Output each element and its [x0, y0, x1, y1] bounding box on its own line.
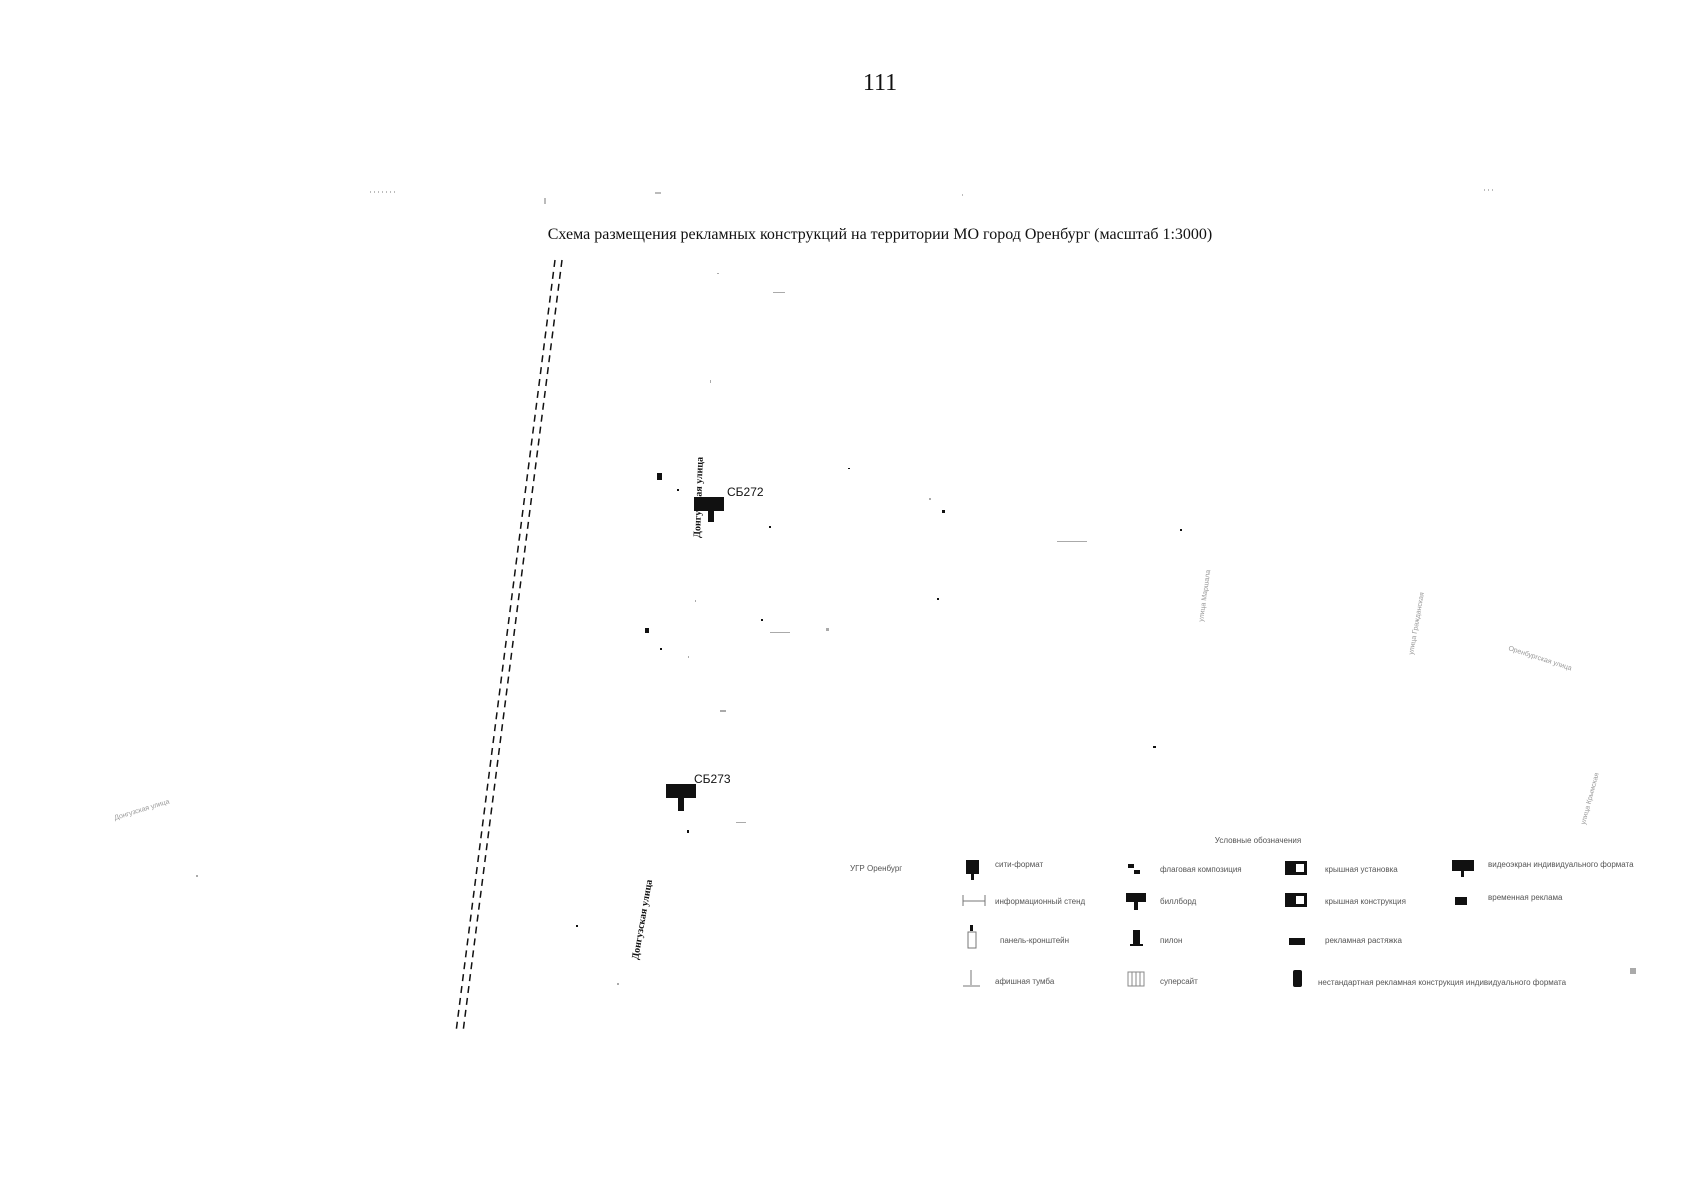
- faint-map-marks: [196, 273, 1636, 985]
- legend-label: афишная тумба: [995, 977, 1055, 986]
- faint-street-label: улица Гражданская: [1408, 592, 1426, 656]
- page-number: 111: [862, 70, 898, 96]
- legend-label: панель-кронштейн: [1000, 936, 1069, 945]
- super-format-icon: [1127, 971, 1145, 987]
- afisha-stand-icon: [963, 970, 980, 987]
- legend-label: временная реклама: [1488, 893, 1563, 902]
- nonstandard-icon: [1293, 970, 1302, 987]
- faint-header-marks: [370, 189, 1496, 204]
- street-label-dongusskaya-south: Донгузская улица: [630, 879, 655, 961]
- bracket-panel-icon: [967, 925, 977, 949]
- flag-icon: [1128, 864, 1140, 874]
- billboard-sb272[interactable]: СБ272: [694, 485, 764, 522]
- faint-street-label: Оренбургская улица: [1507, 644, 1573, 672]
- map-title: Схема размещения рекламных конструкций н…: [547, 226, 1213, 243]
- billboard-sb273[interactable]: СБ273: [666, 772, 731, 811]
- billboard-icon: [1126, 893, 1146, 910]
- legend-title: Условные обозначения: [1215, 836, 1301, 845]
- legend-label: крышная конструкция: [1325, 897, 1406, 906]
- legend-label: сити-формат: [995, 860, 1044, 869]
- legend-label: информационный стенд: [995, 897, 1086, 906]
- legend-label: рекламная растяжка: [1325, 936, 1402, 945]
- construction-label-sb273: СБ273: [694, 772, 731, 786]
- construction-label-sb272: СБ272: [727, 485, 764, 499]
- temporary-ad-icon: [1455, 897, 1467, 905]
- legend-label: видеоэкран индивидуального формата: [1488, 860, 1634, 869]
- legend: Условные обозначения УГР Оренбург сити-ф…: [850, 836, 1634, 987]
- city-format-icon: [966, 860, 979, 880]
- legend-label: пилон: [1160, 936, 1182, 945]
- map-dots: [576, 468, 1182, 927]
- faint-street-label: Донгузская улица: [114, 798, 171, 821]
- legend-label: биллборд: [1160, 897, 1197, 906]
- pillar-icon: [1130, 930, 1143, 946]
- legend-label: крышная установка: [1325, 865, 1398, 874]
- roof-individual-icon: [1285, 893, 1307, 907]
- faint-street-label: улица Крымская: [1580, 772, 1601, 826]
- legend-label: суперсайт: [1160, 977, 1198, 986]
- legend-side-label: УГР Оренбург: [850, 864, 902, 873]
- stretch-icon: [1289, 938, 1305, 945]
- legend-label: флаговая композиция: [1160, 865, 1242, 874]
- video-screen-icon: [1452, 860, 1474, 877]
- faint-street-label: улица Маршала: [1198, 569, 1212, 622]
- railway-line: [455, 259, 563, 1033]
- legend-label: нестандартная рекламная конструкция инди…: [1318, 978, 1567, 987]
- info-stand-icon: [962, 895, 986, 906]
- roof-installation-icon: [1285, 861, 1307, 875]
